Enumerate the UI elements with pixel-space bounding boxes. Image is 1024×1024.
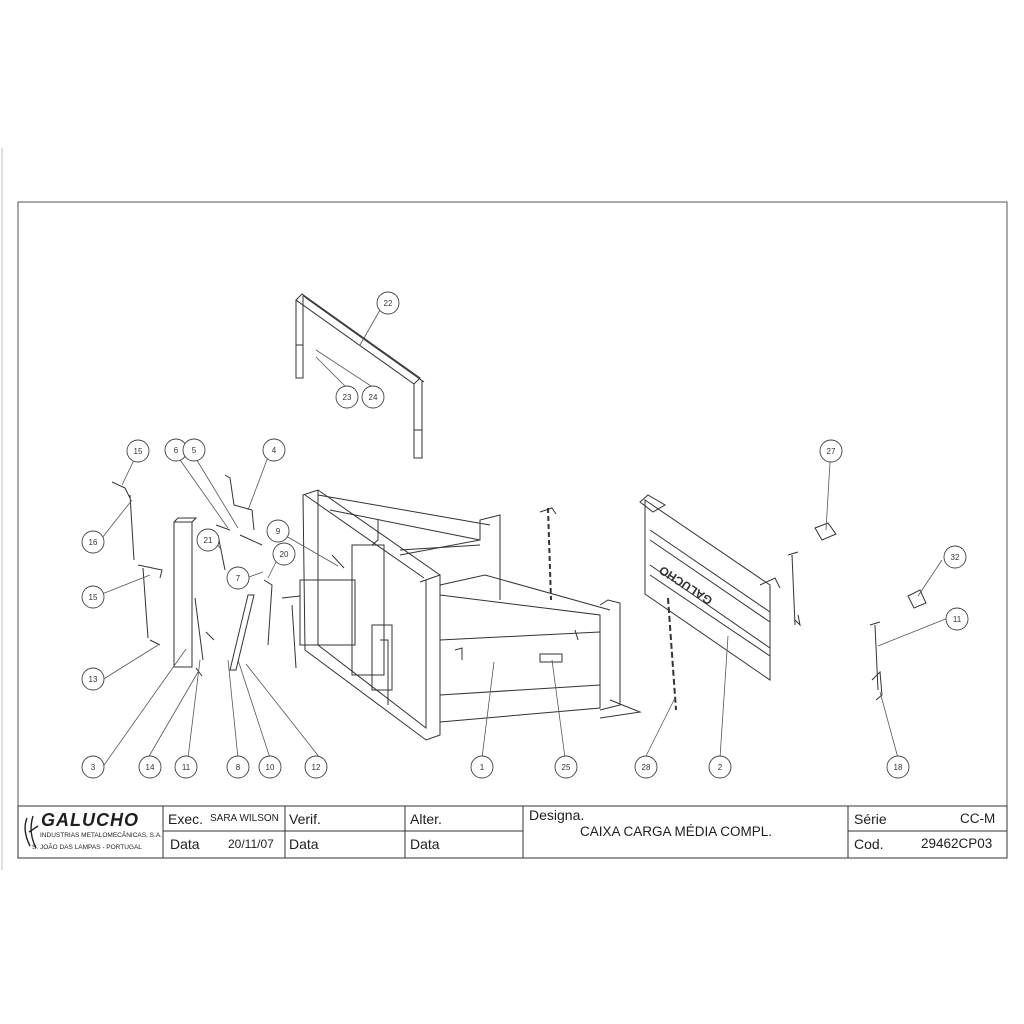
callout-circle (304, 755, 328, 779)
exec-value: SARA WILSON (210, 813, 279, 824)
callout-circle (943, 545, 967, 569)
serie-value: CC-M (960, 811, 996, 826)
data-label-1: Data (170, 836, 200, 852)
callout-number: 14 (146, 763, 155, 772)
serie-label: Série (854, 811, 887, 827)
callout-circle (81, 530, 105, 554)
callout-circle (886, 755, 910, 779)
callout-number: 24 (369, 393, 378, 402)
callout-number: 18 (894, 763, 903, 772)
callout-circle (708, 755, 732, 779)
company-logo-brand: GALUCHO (41, 810, 139, 830)
data-value-1: 20/11/07 (228, 837, 274, 851)
callout-circle (376, 291, 400, 315)
part-rod-right (869, 621, 883, 701)
company-address-line: S. JOÃO DAS LAMPAS - PORTUGAL (32, 844, 142, 851)
callout-number: 15 (134, 447, 143, 456)
part-top-frame (295, 293, 425, 459)
callout-number: 6 (174, 446, 179, 455)
callout-number: 10 (266, 763, 275, 772)
callout-circle (226, 755, 250, 779)
callout-number: 12 (312, 763, 321, 772)
callout-circle (174, 755, 198, 779)
callout-number: 3 (91, 763, 96, 772)
callout-circle (138, 755, 162, 779)
callout-circle (361, 385, 385, 409)
title-block (17, 805, 1008, 859)
part-plates (814, 522, 927, 609)
callout-circle (470, 755, 494, 779)
callout-number: 1 (480, 763, 485, 772)
callout-number: 7 (236, 574, 241, 583)
callout-circle (819, 439, 843, 463)
callout-number: 23 (343, 393, 352, 402)
drawing-frame (17, 201, 1008, 859)
callout-circle (226, 566, 250, 590)
callout-circle (81, 585, 105, 609)
part-small-hardware (111, 474, 345, 677)
verif-label: Verif. (289, 811, 321, 827)
callout-number: 28 (642, 763, 651, 772)
callout-circle (258, 755, 282, 779)
callout-number: 2 (718, 763, 723, 772)
designa-value: CAIXA CARGA MÉDIA COMPL. (580, 824, 773, 839)
callout-number: 21 (204, 536, 213, 545)
callout-number: 25 (562, 763, 571, 772)
callout-number: 20 (280, 550, 289, 559)
cod-label: Cod. (854, 836, 884, 852)
callout-circle (126, 439, 150, 463)
callout-number: 16 (89, 538, 98, 547)
galucho-logo-mark (24, 815, 39, 849)
callout-circle (196, 528, 220, 552)
callout-number: 11 (953, 615, 962, 624)
callout-circle (81, 755, 105, 779)
exec-label: Exec. (168, 811, 204, 827)
data-label-3: Data (410, 836, 440, 852)
callout-number: 9 (276, 527, 281, 536)
part-tailgate-latch (787, 551, 801, 627)
callout-circle (634, 755, 658, 779)
callout-circle (554, 755, 578, 779)
designa-label: Designa. (529, 807, 585, 823)
company-name-line: INDUSTRIAS METALOMECÂNICAS, S.A. (40, 832, 162, 839)
cod-value: 29462CP03 (921, 836, 993, 851)
callout-number: 11 (182, 763, 191, 772)
callout-number: 13 (89, 675, 98, 684)
callout-leaders (101, 309, 949, 769)
callout-number: 27 (827, 447, 836, 456)
callout-number: 22 (384, 299, 393, 308)
callout-number: 4 (272, 446, 277, 455)
data-label-2: Data (289, 836, 319, 852)
callout-number: 5 (192, 446, 197, 455)
callout-number: 15 (89, 593, 98, 602)
part-chains (539, 507, 677, 711)
callout-circle (266, 519, 290, 543)
callout-circle (262, 438, 286, 462)
callout-circle (945, 607, 969, 631)
part-main-box (299, 489, 642, 741)
callout-circle (335, 385, 359, 409)
part-tailgate (639, 494, 781, 681)
callout-number: 8 (236, 763, 241, 772)
callout-circle (81, 667, 105, 691)
alter-label: Alter. (410, 811, 442, 827)
exploded-assembly-drawing (111, 293, 927, 741)
callout-circle (182, 438, 206, 462)
callout-circle (272, 542, 296, 566)
callout-number: 32 (951, 553, 960, 562)
